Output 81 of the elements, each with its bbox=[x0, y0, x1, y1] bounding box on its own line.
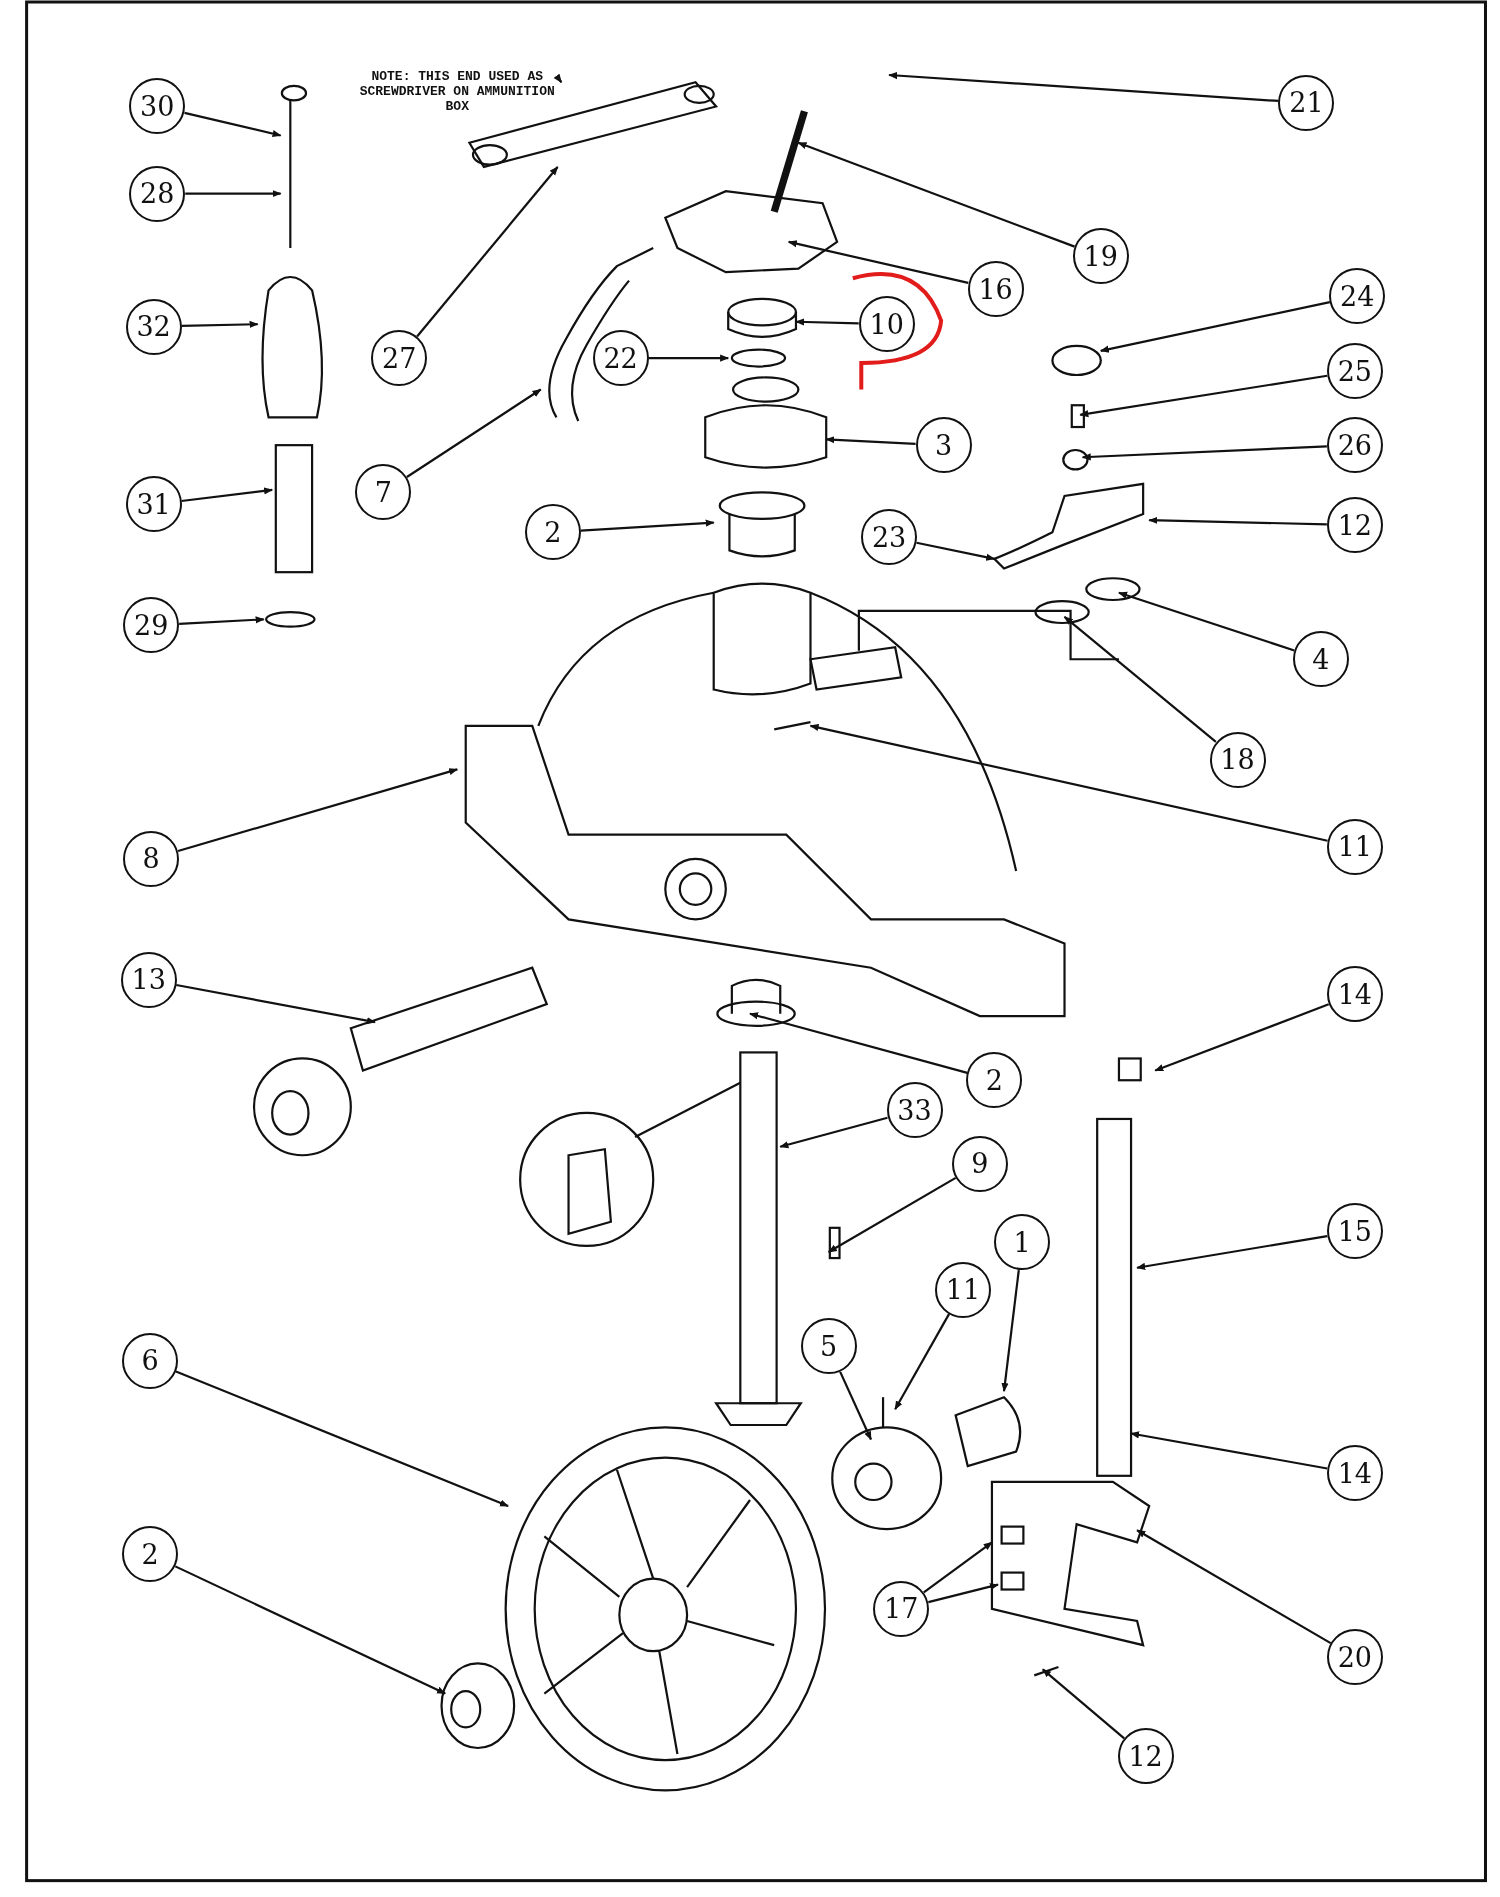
leader-line bbox=[1148, 516, 1327, 526]
leader-line bbox=[779, 1116, 888, 1149]
leader-line bbox=[749, 1012, 968, 1074]
callout-number: 12 bbox=[1117, 1728, 1174, 1785]
callout-number: 25 bbox=[1326, 343, 1383, 400]
callout-number: 27 bbox=[371, 330, 428, 387]
leader-line bbox=[1136, 1234, 1328, 1270]
callout-number: 2 bbox=[122, 1526, 178, 1583]
callout-number: 19 bbox=[1072, 228, 1129, 285]
leader-line bbox=[177, 768, 459, 853]
leader-line bbox=[176, 983, 376, 1025]
leader-line bbox=[185, 189, 282, 198]
leader-line bbox=[1118, 591, 1295, 652]
callout-number: 2 bbox=[524, 504, 581, 561]
callout-number: 32 bbox=[125, 298, 182, 355]
leader-line bbox=[175, 1370, 509, 1508]
crank-lever-drawing bbox=[467, 81, 719, 169]
leader-line bbox=[184, 111, 282, 138]
callout-number: 8 bbox=[123, 830, 180, 887]
leader-line bbox=[179, 616, 265, 625]
callout-number: 23 bbox=[861, 509, 918, 566]
callout-number: 16 bbox=[967, 261, 1024, 318]
callout-number: 3 bbox=[915, 417, 972, 474]
leader-line bbox=[787, 240, 969, 284]
callout-number: 21 bbox=[1278, 74, 1335, 131]
callout-number: 11 bbox=[934, 1261, 991, 1318]
callout-number: 2 bbox=[966, 1052, 1023, 1109]
leader-line bbox=[888, 71, 1279, 103]
leader-line bbox=[928, 1583, 999, 1604]
callout-number: 13 bbox=[120, 951, 177, 1008]
callout-number: 22 bbox=[592, 330, 649, 387]
leader-line bbox=[916, 541, 996, 561]
leader-line bbox=[648, 354, 730, 362]
callout-number: 18 bbox=[1209, 731, 1266, 788]
leader-line bbox=[797, 141, 1075, 248]
callout-number: 6 bbox=[122, 1332, 178, 1389]
leader-line bbox=[553, 73, 563, 83]
callout-number: 15 bbox=[1326, 1203, 1383, 1260]
leader-line bbox=[1099, 301, 1331, 353]
callout-number: 31 bbox=[125, 476, 182, 533]
callout-number: 12 bbox=[1326, 497, 1383, 553]
callout-number: 4 bbox=[1292, 631, 1349, 688]
callout-number: 20 bbox=[1326, 1629, 1383, 1686]
leader-line bbox=[580, 519, 715, 532]
leader-line bbox=[894, 1313, 951, 1411]
note-text: NOTE: THIS END USED AS SCREWDRIVER ON AMMUNITION BOX bbox=[357, 68, 558, 115]
callout-number: 30 bbox=[129, 78, 186, 135]
leader-line bbox=[1001, 1270, 1020, 1392]
leader-line bbox=[809, 724, 1328, 842]
callout-number: 24 bbox=[1329, 268, 1386, 325]
callout-number: 11 bbox=[1326, 818, 1383, 875]
leader-line bbox=[1154, 1003, 1330, 1072]
leader-line bbox=[923, 1541, 993, 1594]
leader-line bbox=[174, 1565, 446, 1695]
leader-line bbox=[416, 166, 559, 338]
callout-number: 28 bbox=[129, 165, 186, 222]
leader-line bbox=[181, 320, 259, 328]
callout-number: 33 bbox=[886, 1082, 943, 1139]
bearing-drawing bbox=[704, 404, 828, 469]
leader-line bbox=[825, 436, 916, 445]
leader-line bbox=[1130, 1431, 1328, 1470]
callout-number: 7 bbox=[355, 464, 412, 521]
callout-number: 29 bbox=[123, 597, 180, 654]
callout-number: 1 bbox=[994, 1214, 1051, 1271]
leader-line bbox=[1081, 445, 1327, 461]
callout-number: 14 bbox=[1326, 1445, 1383, 1502]
leader-line bbox=[1136, 1529, 1332, 1645]
leader-line bbox=[1063, 616, 1217, 743]
callout-number: 17 bbox=[873, 1580, 930, 1637]
callout-number: 5 bbox=[800, 1318, 857, 1375]
leader-line bbox=[839, 1371, 872, 1441]
callout-number: 26 bbox=[1326, 417, 1383, 474]
leader-line bbox=[1042, 1668, 1125, 1740]
leader-line bbox=[181, 487, 274, 503]
leader-line bbox=[827, 1176, 957, 1253]
callout-number: 10 bbox=[858, 296, 915, 353]
leader-line bbox=[1079, 374, 1328, 418]
callout-number: 14 bbox=[1326, 966, 1383, 1023]
leader-line bbox=[406, 388, 542, 478]
leader-line bbox=[795, 318, 859, 326]
callout-number: 9 bbox=[951, 1135, 1008, 1192]
